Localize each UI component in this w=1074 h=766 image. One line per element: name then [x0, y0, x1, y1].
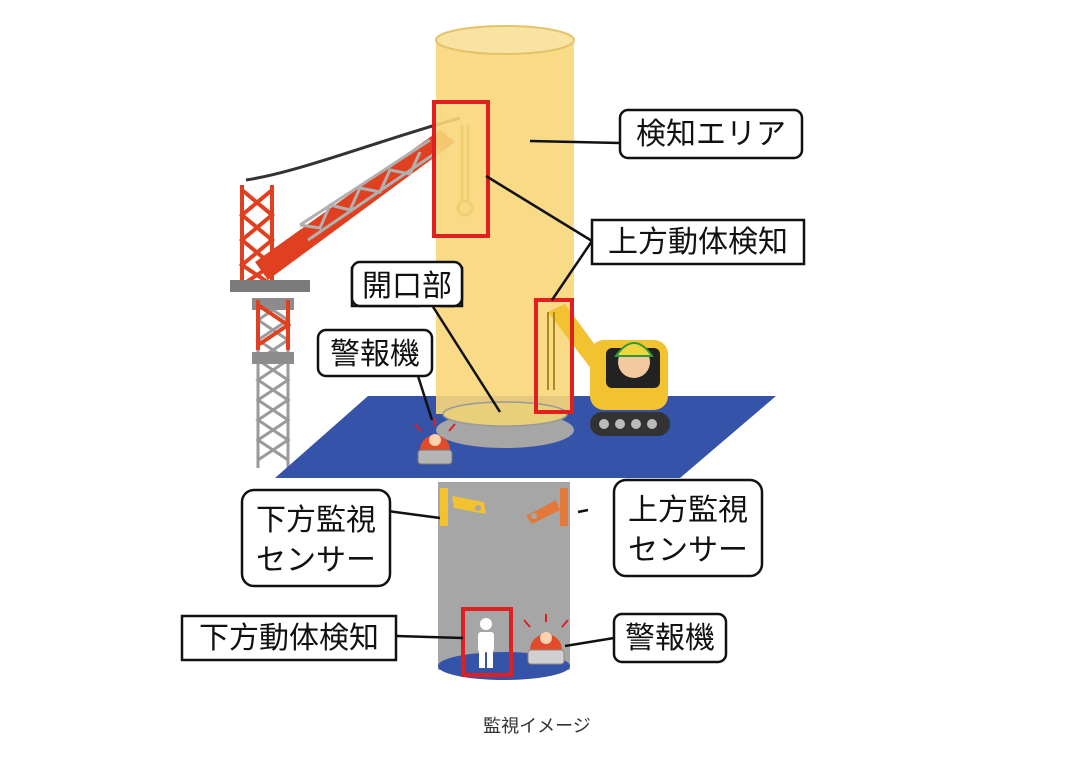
upper-moving-detection-text: 上方動体検知	[608, 225, 788, 260]
label-lower-monitoring-sensor: 下方監視 センサー	[240, 488, 392, 588]
label-opening: 開口部	[350, 260, 464, 308]
excavator-illustration	[547, 304, 670, 436]
lower-sensor-text-1: 下方監視	[256, 503, 376, 538]
label-alarm-top: 警報機	[316, 328, 434, 421]
alarm-light-bottom	[523, 614, 569, 665]
lower-detection-box	[461, 607, 513, 677]
upper-detection-box-crane	[432, 100, 490, 238]
lower-moving-detection-text: 下方動体検知	[199, 621, 379, 656]
alarm-top-text: 警報機	[330, 337, 420, 372]
person-icon	[478, 618, 494, 668]
lower-monitoring-sensor-icon	[440, 488, 486, 526]
label-upper-moving-detection: 上方動体検知	[590, 218, 806, 266]
detection-area-text: 検知エリア	[636, 117, 786, 152]
figure-caption: 監視イメージ	[483, 716, 591, 737]
label-detection-area: 検知エリア	[618, 108, 804, 160]
label-lower-moving-detection: 下方動体検知	[180, 614, 398, 662]
upper-detection-box-excavator	[534, 298, 574, 414]
alarm-bottom-text: 警報機	[625, 621, 715, 656]
label-alarm-bottom: 警報機	[612, 612, 728, 664]
upper-monitoring-sensor-icon	[526, 488, 568, 526]
opening-text: 開口部	[362, 269, 452, 304]
upper-sensor-text-2: センサー	[628, 533, 748, 568]
upper-sensor-text-1: 上方監視	[628, 493, 748, 528]
callout-lines	[379, 139, 621, 648]
alarm-light-top	[414, 418, 456, 465]
label-upper-monitoring-sensor: 上方監視 センサー	[612, 478, 764, 578]
lower-sensor-text-2: センサー	[256, 543, 376, 578]
